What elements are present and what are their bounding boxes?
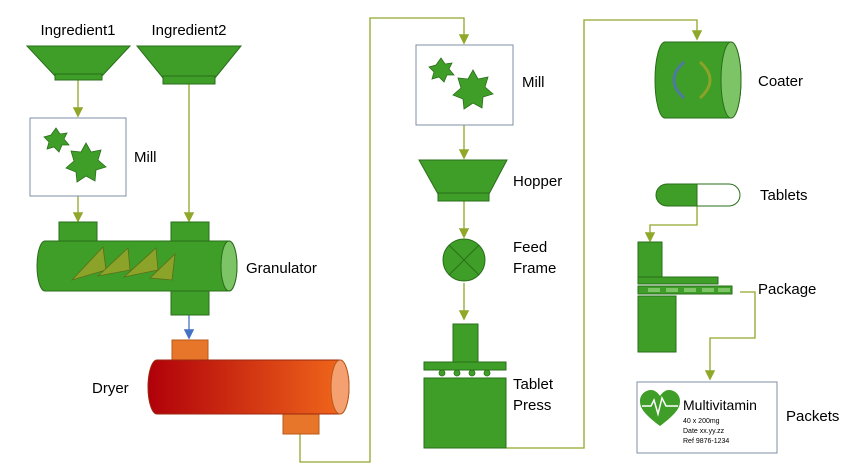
label-coater: Coater (758, 73, 803, 90)
cross-icon (448, 244, 480, 276)
ingredient2-hopper (135, 45, 243, 85)
auger-blade-icon (70, 246, 107, 281)
label-package: Package (758, 281, 816, 298)
connector-press-to-coater (506, 19, 703, 449)
packet-line3: Ref 9876-1234 (683, 438, 729, 445)
auger-blade-icon (149, 252, 176, 281)
auger-blade-icon (122, 247, 159, 278)
tablet-press (423, 323, 507, 449)
label-mill-middle: Mill (522, 74, 545, 91)
connectors (72, 17, 756, 463)
auger-blade-icon (96, 247, 131, 277)
granulator (36, 221, 238, 316)
rotation-arrow-icon (698, 60, 712, 100)
label-feed-frame-1: Feed (513, 239, 547, 256)
packet-line1: 40 x 200mg (683, 418, 720, 425)
feed-frame (442, 238, 486, 282)
label-tablets: Tablets (760, 187, 808, 204)
pulse-line-icon (642, 395, 678, 417)
label-feed-frame-2: Frame (513, 260, 556, 277)
package-machine (637, 241, 733, 353)
tablet-capsule (655, 183, 741, 207)
label-dryer: Dryer (92, 380, 129, 397)
star-icon (65, 142, 107, 183)
mill-left (29, 117, 127, 197)
label-hopper: Hopper (513, 173, 562, 190)
star-icon (452, 69, 494, 110)
connector-tablets-to-package (644, 205, 698, 243)
dryer (147, 339, 350, 435)
coater (654, 41, 742, 119)
rotation-arrow-icon (672, 60, 686, 100)
packet-line2: Date xx.yy.zz (683, 428, 725, 435)
connector-package-to-packets (704, 291, 756, 381)
label-ingredient2: Ingredient2 (151, 22, 226, 39)
mill-middle (415, 44, 514, 126)
packet-title: Multivitamin (683, 397, 757, 413)
label-ingredient1: Ingredient1 (40, 22, 115, 39)
star-icon (428, 57, 455, 83)
label-tablet-press-1: Tablet (513, 376, 554, 393)
connector-dryer-to-mill (299, 17, 470, 463)
packet-card: Multivitamin 40 x 200mg Date xx.yy.zz Re… (636, 381, 778, 454)
ingredient1-hopper (25, 45, 132, 81)
label-packets: Packets (786, 408, 839, 425)
star-icon (43, 127, 70, 153)
label-mill-left: Mill (134, 149, 157, 166)
label-granulator: Granulator (246, 260, 317, 277)
label-tablet-press-2: Press (513, 397, 551, 414)
hopper (418, 159, 508, 202)
